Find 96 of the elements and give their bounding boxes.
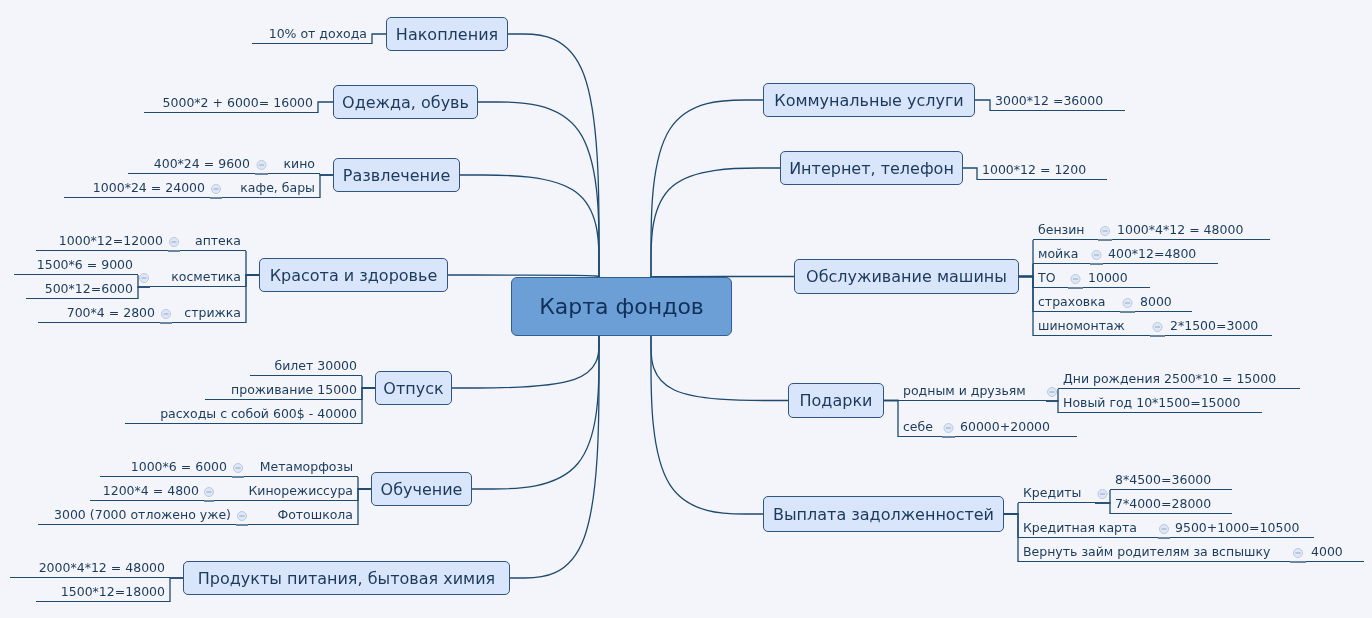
subtopic-text: 4000 xyxy=(1306,543,1364,562)
topic-box: Коммунальные услуги xyxy=(763,83,975,117)
topic-box: Накопления xyxy=(386,17,508,51)
branch-line xyxy=(235,524,249,526)
topic-box: Одежда, обувь xyxy=(333,85,478,119)
subtopic-text: ТО xyxy=(1033,269,1068,288)
branch-line xyxy=(137,286,151,300)
branch-line xyxy=(1094,502,1111,515)
topic-box: Обслуживание машины xyxy=(794,259,1019,294)
branch-line xyxy=(159,322,173,324)
subtopic-text: 9500+1000=10500 xyxy=(1170,519,1314,538)
branch-line xyxy=(974,99,991,112)
branch-line xyxy=(203,500,215,502)
branch-line xyxy=(1089,263,1104,265)
subtopic-text: билет 30000 xyxy=(250,357,362,376)
subtopic-text: 400*24 = 9600 xyxy=(128,155,255,174)
subtopic-text: 1000*12=12000 xyxy=(36,232,168,251)
branch-line xyxy=(1119,311,1136,313)
branch-line xyxy=(509,335,600,579)
branch-line xyxy=(1149,335,1166,337)
subtopic-text: бензин xyxy=(1033,221,1098,240)
subtopic-text: 8*4500=36000 xyxy=(1110,471,1232,490)
subtopic-text: расходы с собой 600$ - 40000 xyxy=(125,405,362,424)
branch-line xyxy=(357,488,372,526)
subtopic-text: Кредитная карта xyxy=(1018,519,1158,538)
subtopic-text: 1500*6 = 9000 xyxy=(14,256,138,275)
branch-line xyxy=(371,33,387,45)
subtopic-text: 1200*4 = 4800 xyxy=(90,482,204,501)
subtopic-text: Метаморфозы xyxy=(244,458,358,477)
branch-line xyxy=(883,399,899,438)
topic-box: Развлечение xyxy=(333,158,460,192)
subtopic-text: Фотошкола xyxy=(248,506,358,525)
subtopic-text: 8000 xyxy=(1135,293,1192,312)
branch-line xyxy=(231,476,245,478)
branch-line xyxy=(1003,513,1019,563)
topic-box: Продукты питания, бытовая химия xyxy=(183,561,510,595)
subtopic-text: страховка xyxy=(1033,293,1120,312)
topic-box: Интернет, телефон xyxy=(780,151,963,185)
subtopic-text: 5000*2 + 6000= 16000 xyxy=(144,94,318,113)
topic-box: Выплата задолженностей xyxy=(763,496,1004,532)
subtopic-text: Кинорежиссура xyxy=(214,482,358,501)
branch-line xyxy=(361,387,376,425)
topic-box: Отпуск xyxy=(375,371,452,405)
subtopic-text: 3000*12 =36000 xyxy=(990,92,1125,111)
subtopic-text: кафе, бары xyxy=(222,179,320,198)
branch-line xyxy=(962,167,978,181)
subtopic-text: Дни рождения 2500*10 = 15000 xyxy=(1058,370,1300,389)
branch-line xyxy=(1045,400,1059,414)
subtopic-text: проживание 15000 xyxy=(205,381,362,400)
branch-line xyxy=(650,335,764,515)
subtopic-text: Кредиты xyxy=(1018,484,1095,503)
subtopic-text: 1000*12 = 1200 xyxy=(977,161,1107,180)
branch-line xyxy=(1067,287,1084,289)
branch-line xyxy=(209,197,223,199)
subtopic-text: косметика xyxy=(150,268,246,287)
subtopic-text: кино xyxy=(268,155,320,174)
branch-line xyxy=(319,174,334,199)
branch-line xyxy=(1097,239,1113,241)
subtopic-text: 2*1500=3000 xyxy=(1165,317,1272,336)
subtopic-text: мойка xyxy=(1033,245,1090,264)
topic-box: Обучение xyxy=(371,472,472,506)
subtopic-text: 1000*6 = 6000 xyxy=(100,458,232,477)
branch-line xyxy=(245,274,260,324)
branch-line xyxy=(1157,537,1171,539)
subtopic-text: 10000 xyxy=(1083,269,1150,288)
central-topic-box: Карта фондов xyxy=(511,277,732,336)
subtopic-text: 7*4000=28000 xyxy=(1110,495,1232,514)
subtopic-text: аптека xyxy=(180,232,246,251)
branch-line xyxy=(254,173,269,175)
subtopic-text: шиномонтаж xyxy=(1033,317,1150,336)
subtopic-text: 1500*12=18000 xyxy=(36,583,170,602)
subtopic-text: 700*4 = 2800 xyxy=(38,304,160,323)
branch-line xyxy=(167,250,181,252)
subtopic-text: 3000 (7000 отложено уже) xyxy=(38,506,236,525)
subtopic-text: себе xyxy=(898,418,942,437)
branch-line xyxy=(169,577,184,603)
subtopic-text: 500*12=6000 xyxy=(26,280,138,299)
subtopic-text: Вернуть займ родителям за вспышку xyxy=(1018,543,1290,562)
subtopic-text: стрижка xyxy=(172,304,246,323)
subtopic-text: 1000*4*12 = 48000 xyxy=(1112,221,1270,240)
branch-line xyxy=(459,174,600,278)
subtopic-text: 1000*24 = 24000 xyxy=(64,179,210,198)
branch-line xyxy=(317,101,334,114)
subtopic-text: 60000+20000 xyxy=(955,418,1077,437)
branch-line xyxy=(650,167,781,278)
subtopic-text: 400*12=4800 xyxy=(1103,245,1218,264)
branch-line xyxy=(447,274,600,278)
branch-line xyxy=(1289,561,1307,563)
topic-box: Красота и здоровье xyxy=(259,258,448,292)
subtopic-text: Новый год 10*1500=15000 xyxy=(1058,394,1262,413)
subtopic-text: 2000*4*12 = 48000 xyxy=(10,559,170,578)
subtopic-text: 10% от дохода xyxy=(252,25,372,44)
branch-line xyxy=(941,436,956,438)
branch-line xyxy=(1018,275,1034,337)
subtopic-text: родным и друзьям xyxy=(898,382,1046,401)
topic-box: Подарки xyxy=(788,383,884,418)
